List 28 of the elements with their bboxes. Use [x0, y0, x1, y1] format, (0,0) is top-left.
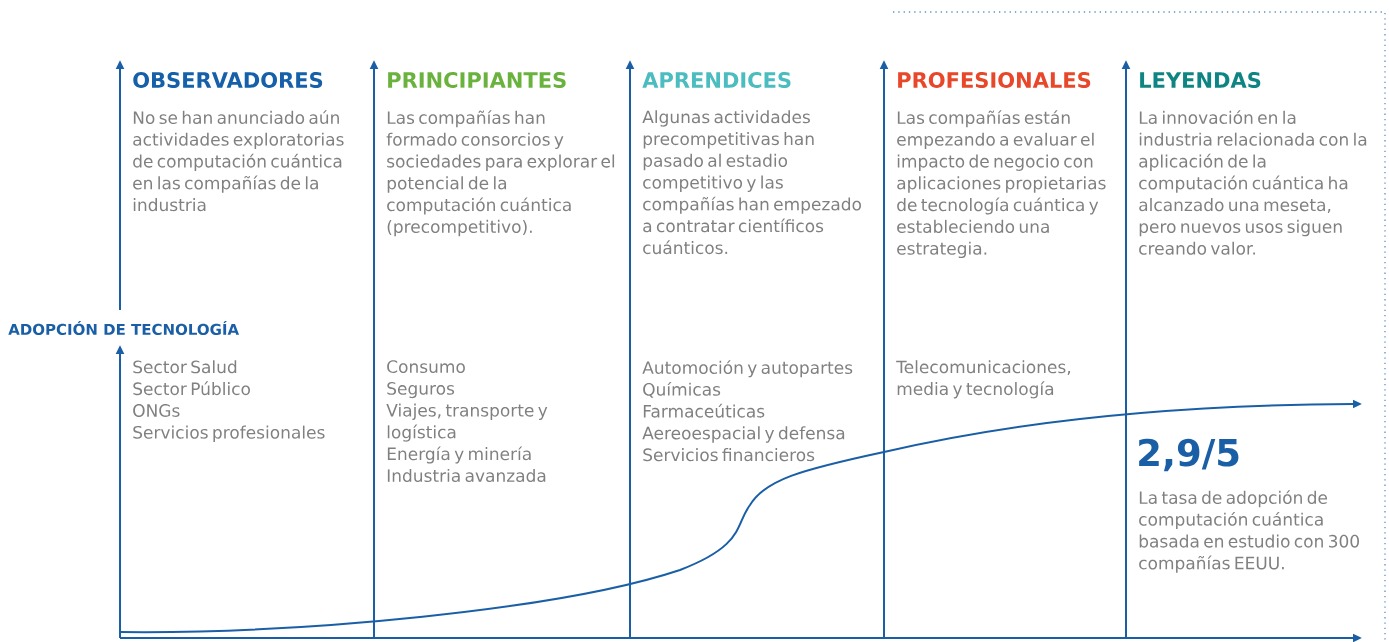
- sector-item: Energía y minería: [387, 446, 531, 464]
- stage-heading: APRENDICES: [642, 72, 791, 88]
- sector-item: Sector Público: [133, 381, 250, 396]
- axis-label: ADOPCIÓN DE TECNOLOGÍA: [8, 320, 240, 336]
- sector-item: Industria avanzada: [387, 468, 546, 483]
- sector-item: Aereoespacial y defensa: [642, 426, 845, 443]
- sector-item: Automoción y autopartes: [642, 360, 853, 378]
- sector-item: ONGs: [133, 404, 180, 417]
- stage-heading: OBSERVADORES: [133, 72, 323, 88]
- sector-item: Servicios profesionales: [133, 425, 325, 443]
- stage-description: Algunas actividades precompetitivas han pasado al estadio competitivo y las compañías han empezado a contratar científicos cuánticos.: [642, 110, 862, 255]
- sector-item: Farmaceúticas: [643, 403, 765, 418]
- score-note: La tasa de adopción de computación cuántica basada en estudio con 300 compañías EEUU.: [1139, 490, 1359, 573]
- stage-description: La innovación en la industria relacionada con la aplicación de la computación cuántica ha alcanzado una meseta, pero nuevos usos siguen creando valor.: [1139, 110, 1367, 255]
- sector-item: Consumo: [387, 360, 465, 374]
- stage-heading: PROFESIONALES: [898, 72, 1091, 88]
- sector-item: Seguros: [387, 382, 455, 399]
- sector-item: Servicios financieros: [643, 448, 815, 462]
- stage-heading: LEYENDAS: [1140, 72, 1261, 88]
- stage-heading: PRINCIPIANTES: [388, 72, 566, 88]
- sector-item: Viajes, transporte y logística: [386, 403, 548, 442]
- adoption-score: 2,9/5: [1139, 438, 1239, 472]
- sector-item: Telecomunicaciones, media y tecnología: [896, 360, 1071, 399]
- stage-description: No se han anunciado aún actividades exploratorias de computación cuántica en las compañías de la industria: [133, 110, 344, 212]
- sector-item: Sector Salud: [133, 360, 237, 374]
- stage-description: Las compañías han formado consorcios y sociedades para explorar el potencial de la computación cuántica (precompetitivo).: [386, 110, 615, 237]
- sector-item: Químicas: [643, 382, 721, 398]
- stage-description: Las compañías están empezando a evaluar el impacto de negocio con aplicaciones propietarias de tecnología cuántica y estableciendo una estrategia.: [897, 110, 1106, 259]
